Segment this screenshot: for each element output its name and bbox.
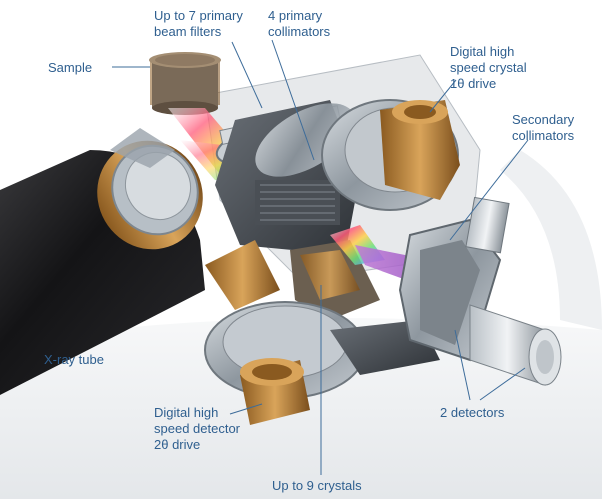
- label-xray-tube: X-ray tube: [44, 352, 104, 368]
- label-beam-filters-line2: beam filters: [154, 24, 222, 39]
- sample-cup: [149, 52, 221, 115]
- secondary-collimator-housing: [398, 196, 510, 362]
- leader-crystal-drive: [429, 79, 457, 113]
- primary-collimators: [215, 100, 360, 255]
- label-detector-drive-line1: Digital high: [154, 405, 219, 420]
- crystal-drive: [321, 99, 460, 211]
- label-secondary-collimators-line1: Secondary: [512, 112, 575, 127]
- label-beam-filters: Up to 7 primary beam filters: [154, 8, 243, 40]
- label-sample-text: Sample: [48, 60, 93, 75]
- label-secondary-collimators: Secondary collimators: [512, 112, 574, 144]
- leader-detector-a: [454, 329, 471, 401]
- leader-beam-filters: [231, 41, 263, 109]
- label-primary-collimators: 4 primary collimators: [268, 8, 330, 40]
- leader-lines: [112, 39, 529, 475]
- label-detectors: 2 detectors: [440, 405, 504, 421]
- label-crystal-drive-line2: speed crystal: [450, 60, 527, 75]
- leader-primary-collimators: [271, 39, 315, 161]
- xray-tube: [0, 128, 205, 395]
- label-detectors-text: 2 detectors: [440, 405, 505, 420]
- label-xray-tube-text: X-ray tube: [44, 352, 104, 367]
- label-crystal-drive-line3: 1θ drive: [450, 76, 497, 91]
- label-primary-collimators-line2: collimators: [268, 24, 331, 39]
- label-crystals-text: Up to 9 crystals: [272, 478, 362, 493]
- label-beam-filters-line1: Up to 7 primary: [154, 8, 243, 23]
- label-crystal-drive: Digital high speed crystal 1θ drive: [450, 44, 527, 92]
- label-sample: Sample: [48, 60, 92, 76]
- label-secondary-collimators-line2: collimators: [512, 128, 575, 143]
- detector-drive: [204, 301, 366, 425]
- label-detector-drive: Digital high speed detector 2θ drive: [154, 405, 240, 453]
- label-crystals: Up to 9 crystals: [272, 478, 362, 494]
- label-crystal-drive-line1: Digital high: [450, 44, 515, 59]
- leader-detector-drive: [229, 403, 263, 415]
- label-primary-collimators-line1: 4 primary: [268, 8, 323, 23]
- label-detector-drive-line2: speed detector: [154, 421, 241, 436]
- leader-secondary-collimators: [449, 139, 529, 241]
- detectors: [469, 304, 562, 386]
- floor-arc: [500, 150, 602, 330]
- label-detector-drive-line3: 2θ drive: [154, 437, 201, 452]
- leader-detector-b: [479, 367, 526, 401]
